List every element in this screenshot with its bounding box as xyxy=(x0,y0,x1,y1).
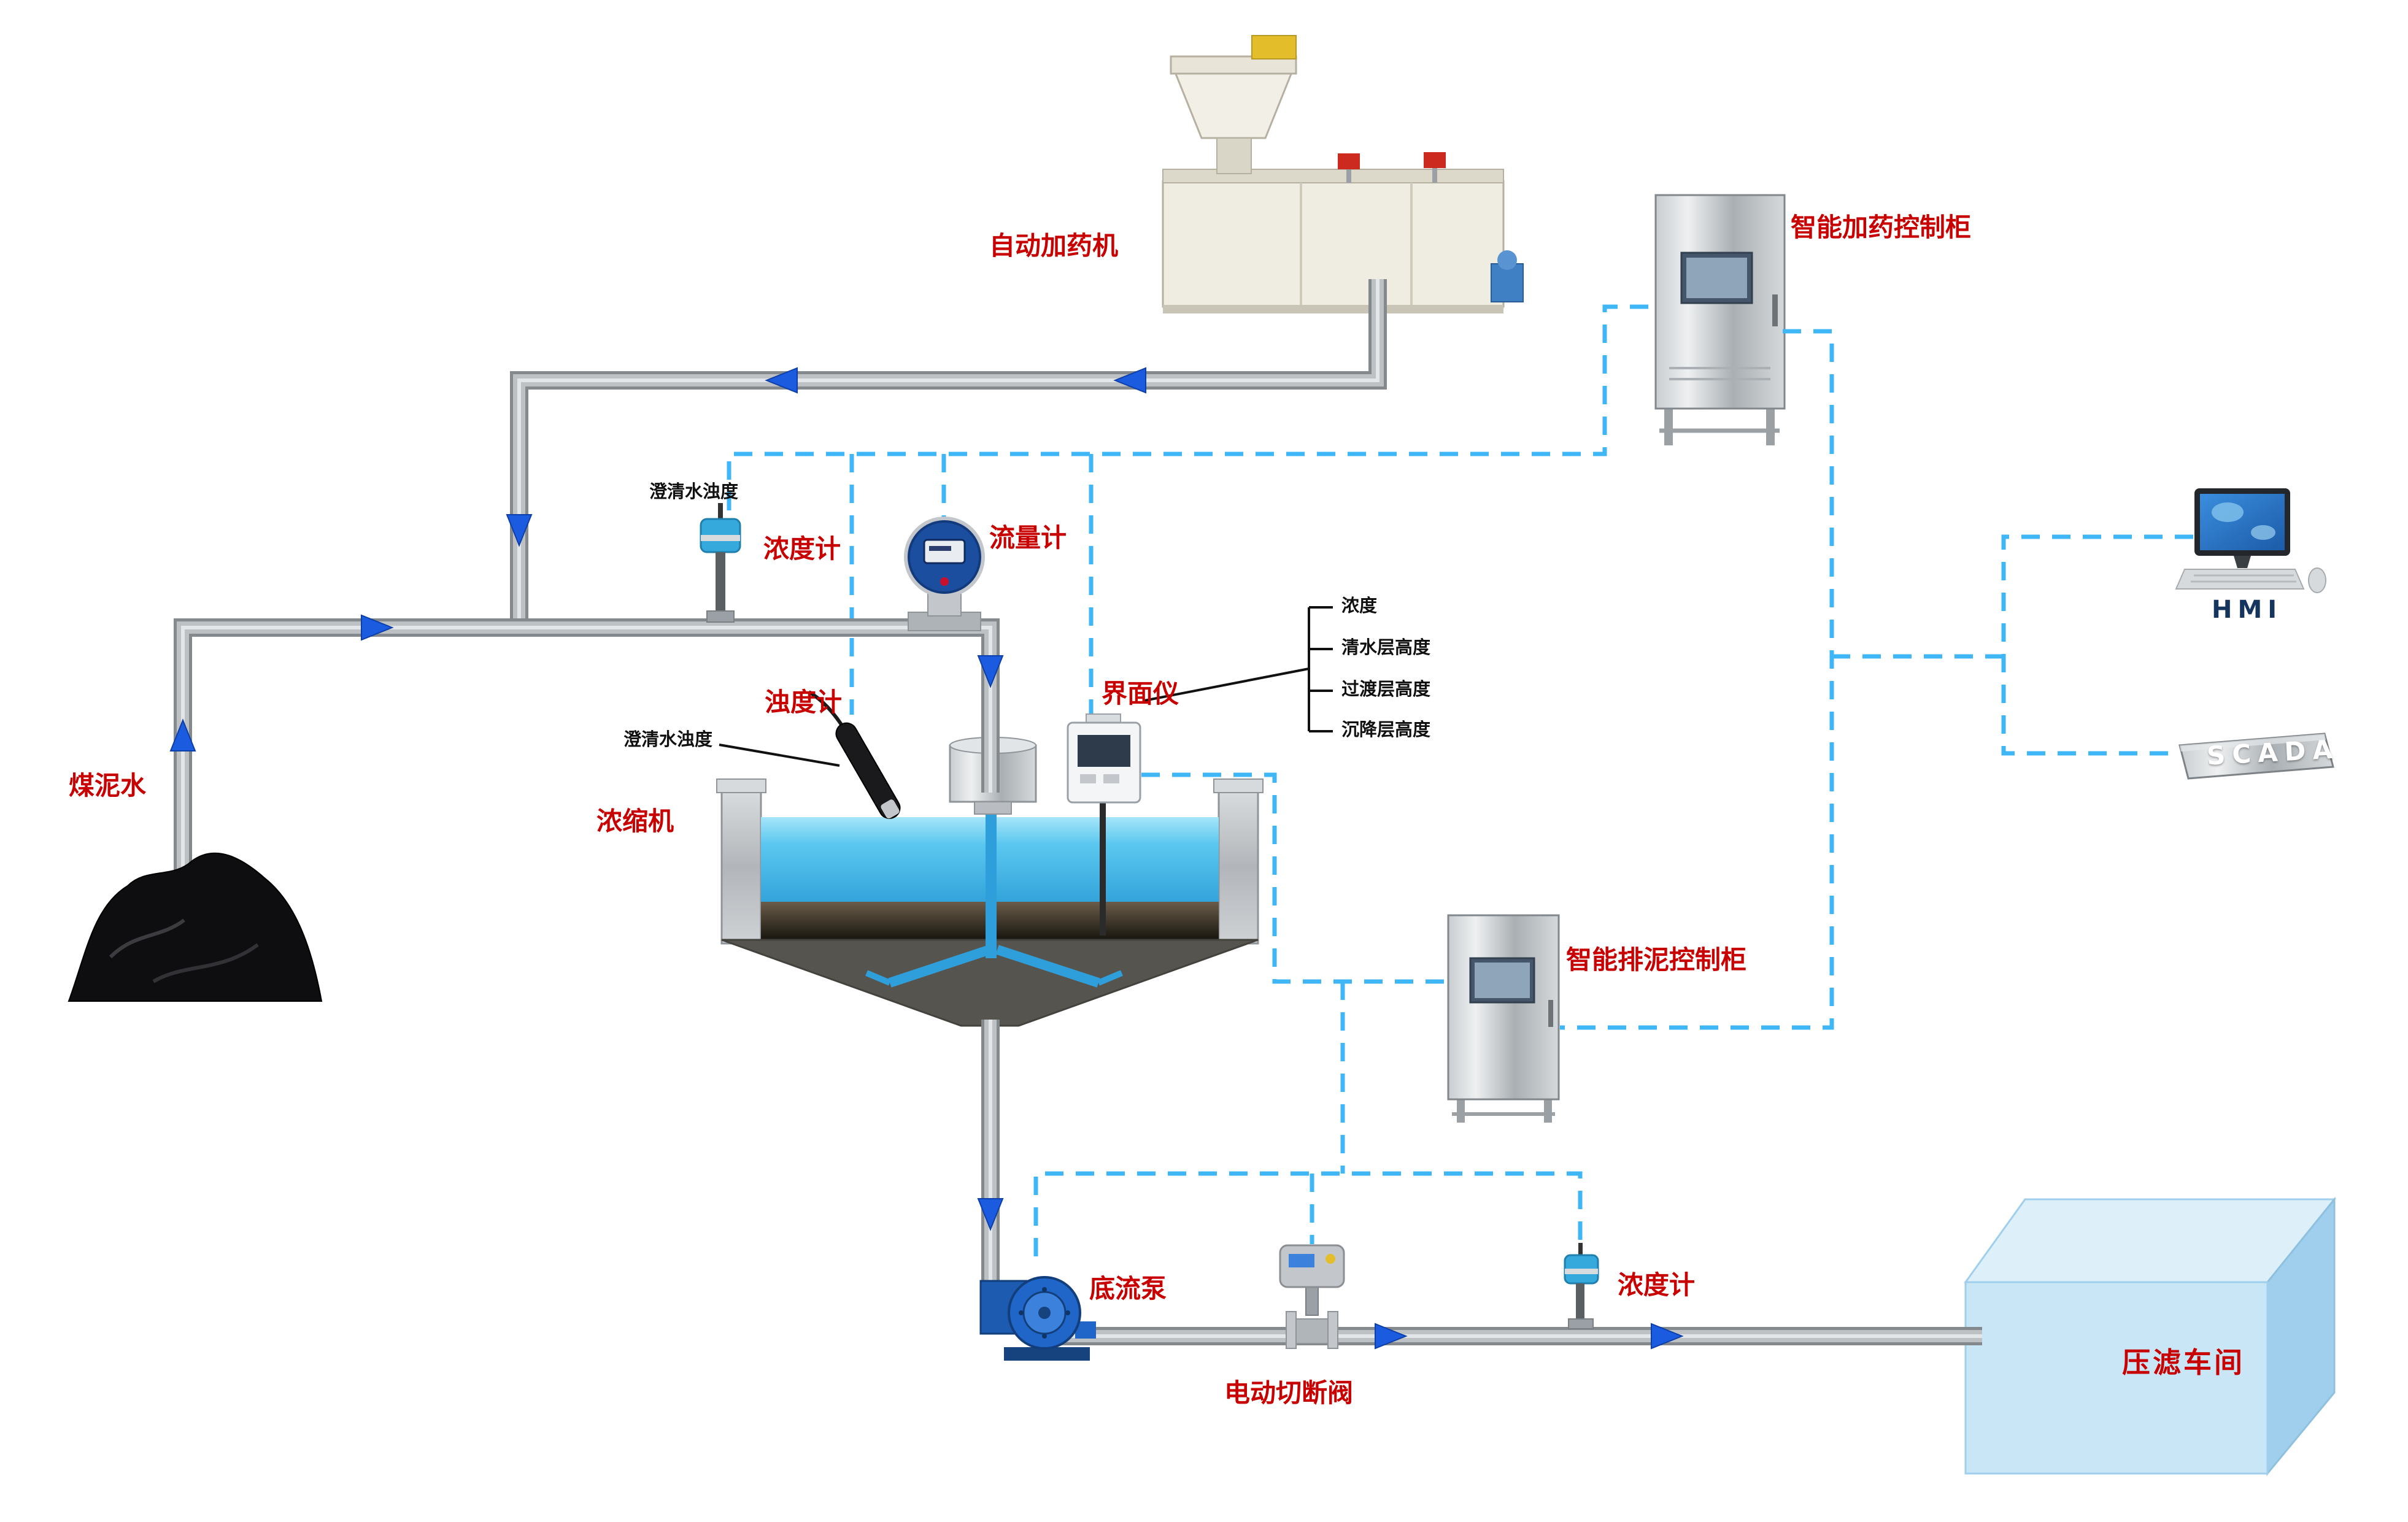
flow-arrow-right xyxy=(1651,1323,1684,1350)
hmi-computer xyxy=(2175,488,2326,593)
flow-meter-device xyxy=(904,517,985,631)
flow-arrow-right xyxy=(361,614,394,641)
turbidity-label-leader xyxy=(719,744,840,767)
flow-arrows xyxy=(169,367,1684,1350)
density-meter-top-device xyxy=(700,503,741,623)
label-density-meter-bottom: 浓度计 xyxy=(1618,1270,1696,1300)
label-dosing-cabinet: 智能加药控制柜 xyxy=(1791,212,1972,242)
flow-arrow-down xyxy=(506,514,533,547)
signal-line-right-rail xyxy=(1560,329,1834,1030)
flow-arrow-right xyxy=(1375,1323,1408,1350)
label-hmi: HMI xyxy=(2212,596,2283,624)
auto-doser-machine xyxy=(1162,35,1524,313)
turbidity-meter-device xyxy=(808,690,901,819)
label-clarified-turbidity-probe: 澄清水浊度 xyxy=(623,729,713,750)
mouse-icon xyxy=(2308,567,2326,593)
interface-callout-leader xyxy=(1144,667,1310,702)
label-thickener: 浓缩机 xyxy=(596,806,674,836)
pipes xyxy=(174,279,1982,1345)
density-meter-bottom-device xyxy=(1564,1243,1599,1329)
label-interface-meter: 界面仪 xyxy=(1102,678,1179,709)
flow-arrow-up xyxy=(169,718,196,751)
label-auto-doser: 自动加药机 xyxy=(989,231,1119,261)
signal-line-hmi-scada xyxy=(2001,534,2193,756)
flow-arrow-left xyxy=(1113,367,1146,394)
flow-arrow-left xyxy=(765,367,798,394)
underflow-pump-device xyxy=(979,1276,1096,1361)
label-flow-meter: 流量计 xyxy=(989,523,1067,553)
mud-control-cabinet xyxy=(1447,914,1560,1123)
pipe-dosing-line xyxy=(510,279,1387,632)
label-coal-slurry: 煤泥水 xyxy=(69,771,147,801)
label-clarified-turbidity-top: 澄清水浊度 xyxy=(649,481,739,502)
scada-badge xyxy=(2178,732,2334,780)
signal-lines xyxy=(727,304,2193,1256)
flow-arrow-down xyxy=(977,1198,1004,1231)
thickener-tank xyxy=(716,737,1264,1027)
shutoff-valve-device xyxy=(1279,1244,1345,1349)
label-interface-param-transition-layer: 过渡层高度 xyxy=(1341,678,1431,699)
label-interface-param-settling-layer: 沉降层高度 xyxy=(1341,719,1431,740)
signal-line-instruments-to-dosing-cabinet xyxy=(727,304,1657,510)
filter-press-workshop xyxy=(1964,1196,2337,1477)
dosing-control-cabinet xyxy=(1654,194,1786,445)
signal-line-bottom-rail xyxy=(1033,1171,1583,1256)
flow-arrow-down xyxy=(977,655,1004,688)
label-turbidity-meter: 浊度计 xyxy=(765,687,843,717)
callout-lines xyxy=(719,606,1333,767)
label-interface-param-density: 浓度 xyxy=(1341,595,1378,616)
signal-line-interface-to-mud-cabinet xyxy=(1141,772,1447,984)
label-underflow-pump: 底流泵 xyxy=(1089,1274,1167,1304)
label-density-meter-top: 浓度计 xyxy=(763,534,841,564)
label-mud-cabinet: 智能排泥控制柜 xyxy=(1566,945,1747,975)
label-filter-press-shop: 压滤车间 xyxy=(2122,1346,2245,1379)
label-interface-param-clear-layer: 清水层高度 xyxy=(1341,637,1431,658)
coal-pile xyxy=(68,852,323,1002)
label-shutoff-valve: 电动切断阀 xyxy=(1224,1378,1354,1408)
interface-meter-device xyxy=(1067,713,1141,936)
